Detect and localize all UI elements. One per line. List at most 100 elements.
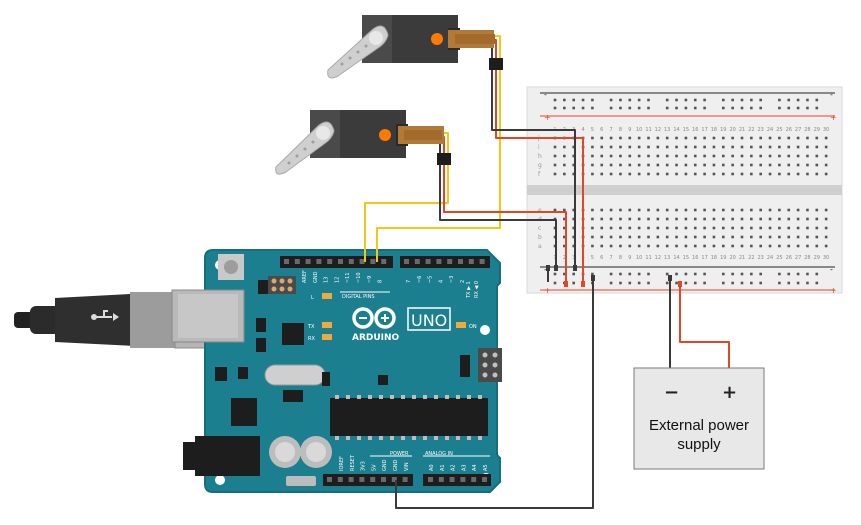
column-number: 30 bbox=[823, 127, 829, 133]
led-l-label: L bbox=[311, 295, 314, 301]
column-number: 17 bbox=[701, 255, 707, 261]
brand-label: ARDUINO bbox=[352, 333, 400, 343]
digital-pin-label: ~3 bbox=[449, 276, 455, 283]
column-number: 13 bbox=[664, 127, 670, 133]
column-number: 22 bbox=[748, 127, 754, 133]
arduino-logo bbox=[352, 307, 396, 329]
power-rail-top-positive bbox=[553, 106, 819, 110]
column-number: 5 bbox=[591, 255, 594, 261]
analog-pin-label: A2 bbox=[451, 464, 457, 471]
column-number: 16 bbox=[692, 255, 698, 261]
column-number: 20 bbox=[729, 255, 735, 261]
column-number: 27 bbox=[795, 127, 801, 133]
rx-pin-label: RX ◀ 0 bbox=[474, 281, 480, 298]
usb-icon bbox=[91, 310, 119, 321]
wire-arduino-gnd bbox=[395, 277, 594, 509]
row-letter: h bbox=[538, 153, 542, 160]
column-number: 18 bbox=[711, 255, 717, 261]
icsp-header-top bbox=[268, 276, 296, 294]
led-l bbox=[322, 293, 332, 299]
svg-text:+: + bbox=[544, 113, 551, 122]
column-number: 7 bbox=[610, 255, 613, 261]
power-pin-label: RESET bbox=[350, 454, 356, 471]
column-number: 27 bbox=[795, 255, 801, 261]
column-number: 17 bbox=[701, 127, 707, 133]
analog-pin-label: A1 bbox=[440, 464, 446, 471]
power-pin-label: 3V3 bbox=[361, 461, 367, 471]
svg-text:-: - bbox=[830, 90, 833, 99]
column-number: 6 bbox=[600, 127, 603, 133]
svg-text:+: + bbox=[830, 286, 837, 295]
servo-motor-2 bbox=[275, 110, 444, 175]
column-number: 19 bbox=[720, 127, 726, 133]
analog-label: ANALOG IN bbox=[425, 451, 453, 457]
led-tx-label: TX bbox=[307, 324, 315, 330]
column-number: 10 bbox=[636, 127, 642, 133]
column-number: 25 bbox=[776, 127, 782, 133]
column-number: 11 bbox=[645, 127, 651, 133]
column-number: 28 bbox=[804, 255, 810, 261]
digital-header-right bbox=[400, 256, 490, 268]
svg-text:-: - bbox=[830, 265, 833, 274]
external-power-supply: − + External power supply bbox=[633, 367, 765, 470]
power-pin-holes bbox=[327, 477, 487, 482]
wire-supply-positive bbox=[679, 283, 730, 371]
power-rail-top-negative bbox=[553, 98, 819, 102]
power-header bbox=[323, 474, 413, 486]
power-pin-label: GND bbox=[382, 459, 388, 471]
column-number: 26 bbox=[786, 127, 792, 133]
analog-pin-label: A4 bbox=[472, 464, 478, 471]
column-number: 3 bbox=[572, 255, 575, 261]
column-number: 2 bbox=[563, 255, 566, 261]
analog-pin-label: A3 bbox=[461, 464, 467, 471]
column-number: 7 bbox=[610, 127, 613, 133]
column-number: 23 bbox=[758, 127, 764, 133]
row-letter: c bbox=[538, 225, 541, 232]
column-number: 5 bbox=[591, 127, 594, 133]
row-letter: f bbox=[538, 171, 541, 178]
led-on-label: ON bbox=[469, 324, 477, 330]
servo-motor-1 bbox=[327, 15, 495, 79]
row-letter: a bbox=[538, 243, 542, 250]
column-number: 29 bbox=[814, 255, 820, 261]
power-pin-label: GND bbox=[393, 459, 399, 471]
model-label: UNO bbox=[411, 311, 447, 330]
digital-pin-label: 4 bbox=[438, 280, 444, 283]
servo2-indicator bbox=[379, 129, 391, 141]
digital-pin-label: ~5 bbox=[428, 276, 434, 283]
column-number: 12 bbox=[655, 255, 661, 261]
servo1-indicator bbox=[431, 33, 443, 45]
column-number: 21 bbox=[739, 127, 745, 133]
led-on bbox=[456, 322, 466, 328]
column-number: 23 bbox=[758, 255, 764, 261]
analog-header bbox=[423, 474, 491, 486]
column-number: 28 bbox=[804, 127, 810, 133]
column-number: 19 bbox=[720, 255, 726, 261]
column-number: 22 bbox=[748, 255, 754, 261]
column-number: 9 bbox=[628, 255, 631, 261]
digital-pin-holes bbox=[284, 259, 485, 264]
digital-pin-label: 12 bbox=[334, 277, 340, 283]
column-number: 11 bbox=[645, 255, 651, 261]
column-number: 14 bbox=[673, 255, 679, 261]
column-number: 12 bbox=[655, 127, 661, 133]
digital-pins-label: DIGITAL PINS bbox=[342, 294, 375, 300]
icsp-header-right bbox=[478, 348, 502, 382]
digital-pin-label: ~10 bbox=[356, 272, 362, 283]
column-number: 15 bbox=[683, 255, 689, 261]
column-number: 14 bbox=[673, 127, 679, 133]
led-tx bbox=[322, 322, 332, 328]
supply-label-line1: External power bbox=[649, 417, 749, 434]
power-pin-label: VIN bbox=[404, 462, 410, 471]
digital-pin-label: AREF bbox=[302, 270, 308, 283]
row-letter: i bbox=[538, 144, 540, 151]
digital-pin-label: 7 bbox=[406, 280, 412, 283]
svg-text:+: + bbox=[830, 113, 837, 122]
row-letter: g bbox=[538, 162, 542, 169]
analog-pin-label: A5 bbox=[483, 464, 489, 471]
column-number: 26 bbox=[786, 255, 792, 261]
digital-pin-label: 8 bbox=[378, 280, 384, 283]
